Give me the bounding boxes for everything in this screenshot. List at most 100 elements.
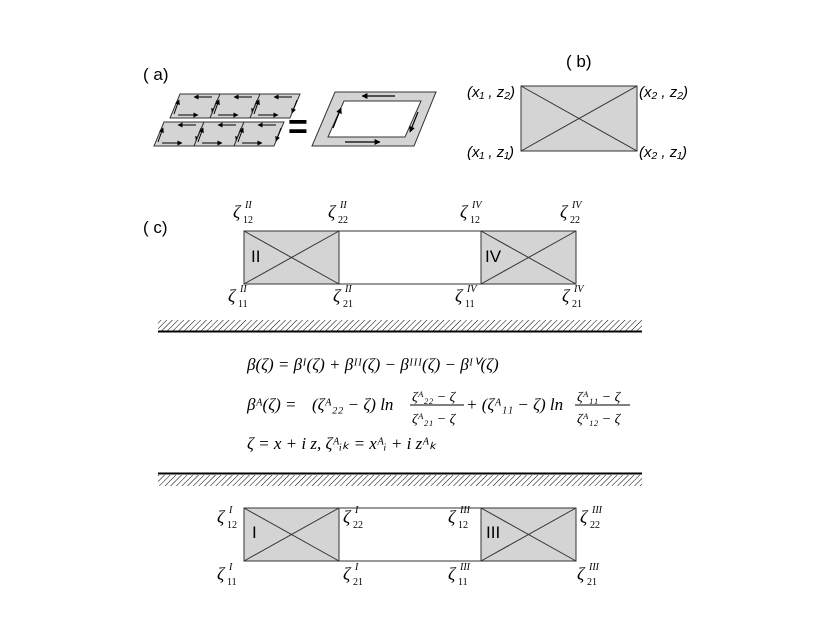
cell-4-arrow-2 xyxy=(157,127,164,143)
svg-text:22: 22 xyxy=(570,215,580,226)
svg-text:11: 11 xyxy=(227,577,237,588)
svg-text:II: II xyxy=(339,200,347,211)
svg-text:III: III xyxy=(591,505,603,516)
cell-5-arrow-2 xyxy=(197,127,204,143)
svg-text:22: 22 xyxy=(338,215,348,226)
svg-text:ζ: ζ xyxy=(343,564,352,584)
svg-text:III: III xyxy=(459,505,471,516)
corner-top-left: (x₁ , z₂) xyxy=(467,84,515,101)
svg-text:ζ: ζ xyxy=(560,202,569,222)
svg-text:21: 21 xyxy=(353,577,363,588)
svg-text:ζ: ζ xyxy=(448,507,457,527)
block-III-label: III xyxy=(486,523,500,542)
svg-text:ζ: ζ xyxy=(228,286,237,306)
svg-text:ζ: ζ xyxy=(217,507,226,527)
cell-3 xyxy=(249,93,301,119)
block-II-label: II xyxy=(251,247,260,266)
svg-text:ζᴬ₂₁ − ζ: ζᴬ₂₁ − ζ xyxy=(412,412,457,427)
panel-b-label: ( b) xyxy=(566,52,592,71)
panel-c-label: ( c) xyxy=(143,218,168,237)
svg-text:ζᴬ₂₂ − ζ: ζᴬ₂₂ − ζ xyxy=(412,390,457,405)
panel-b-block xyxy=(520,85,638,152)
cell-3-arrow-4 xyxy=(291,99,298,114)
loop-arrow-right xyxy=(409,111,419,133)
loop-arrow-left xyxy=(332,107,342,129)
panel-a-label: ( a) xyxy=(143,65,169,84)
svg-text:ζ: ζ xyxy=(580,507,589,527)
equals-sign: = xyxy=(288,108,308,146)
svg-text:IV: IV xyxy=(471,200,483,211)
svg-text:βᴬ(ζ) =: βᴬ(ζ) = xyxy=(246,395,296,414)
svg-text:ζ: ζ xyxy=(448,564,457,584)
svg-text:ζᴬ₁₁ − ζ: ζᴬ₁₁ − ζ xyxy=(577,390,622,405)
block-IV-label: IV xyxy=(485,247,502,266)
cell-2-arrow-2 xyxy=(213,99,220,115)
svg-text:II: II xyxy=(239,284,247,295)
svg-text:ζ: ζ xyxy=(217,564,226,584)
svg-text:IV: IV xyxy=(571,200,583,211)
corner-bottom-right: (x₂ , z₁) xyxy=(639,144,687,161)
svg-text:11: 11 xyxy=(458,577,468,588)
svg-text:II: II xyxy=(244,200,252,211)
block-IV xyxy=(480,230,577,285)
block-I xyxy=(243,507,340,562)
svg-text:IV: IV xyxy=(466,284,478,295)
corner-bottom-left: (x₁ , z₁) xyxy=(467,144,514,161)
svg-text:21: 21 xyxy=(343,299,353,310)
svg-text:ζ: ζ xyxy=(328,202,337,222)
cell-6-arrow-4 xyxy=(275,127,282,142)
svg-text:I: I xyxy=(228,505,233,516)
svg-text:ζ: ζ xyxy=(562,286,571,306)
cell-6 xyxy=(233,121,285,147)
block-II xyxy=(243,230,340,285)
svg-text:22: 22 xyxy=(590,520,600,531)
svg-text:I: I xyxy=(354,505,359,516)
svg-text:III: III xyxy=(459,562,471,573)
svg-text:ζ: ζ xyxy=(233,202,242,222)
svg-text:21: 21 xyxy=(587,577,597,588)
panel-a-cell-grid xyxy=(153,93,301,147)
svg-text:ζ: ζ xyxy=(460,202,469,222)
svg-text:ζ: ζ xyxy=(455,286,464,306)
corner-top-right: (x₂ , z₂) xyxy=(639,84,688,101)
block-III xyxy=(480,507,577,562)
svg-text:12: 12 xyxy=(458,520,468,531)
cell-3-arrow-2 xyxy=(253,99,260,115)
equation-beta-sum: β(ζ) = βᴵ(ζ) + βᴵᴵ(ζ) − βᴵᴵᴵ(ζ) − βᴵⱽ(ζ) xyxy=(246,355,499,374)
equation-zeta-def: ζ = x + i z, ζᴬᵢₖ = xᴬᵢ + i zᴬₖ xyxy=(247,434,437,453)
svg-text:I: I xyxy=(228,562,233,573)
cell-6-arrow-2 xyxy=(237,127,244,143)
cell-1-arrow-2 xyxy=(173,99,180,115)
svg-text:12: 12 xyxy=(227,520,237,531)
block-I-label: I xyxy=(252,523,257,542)
svg-text:ζ: ζ xyxy=(333,286,342,306)
svg-text:12: 12 xyxy=(243,215,253,226)
svg-text:22: 22 xyxy=(353,520,363,531)
svg-text:(ζᴬ₂₂ − ζ) ln: (ζᴬ₂₂ − ζ) ln xyxy=(312,395,393,414)
svg-text:12: 12 xyxy=(470,215,480,226)
svg-text:I: I xyxy=(354,562,359,573)
boundary-lower xyxy=(158,472,642,486)
svg-text:11: 11 xyxy=(238,299,248,310)
svg-text:IV: IV xyxy=(573,284,585,295)
svg-text:11: 11 xyxy=(465,299,475,310)
panel-a-loop-frame xyxy=(311,91,437,147)
svg-text:ζ: ζ xyxy=(343,507,352,527)
svg-text:ζᴬ₁₂ − ζ: ζᴬ₁₂ − ζ xyxy=(577,412,622,427)
bottom-row-strip xyxy=(243,507,577,562)
svg-text:II: II xyxy=(344,284,352,295)
equation-beta-A: βᴬ(ζ) = (ζᴬ₂₂ − ζ) ln ζᴬ₂₂ − ζ ζᴬ₂₁ − ζ … xyxy=(246,390,630,427)
top-row-strip xyxy=(243,230,577,285)
